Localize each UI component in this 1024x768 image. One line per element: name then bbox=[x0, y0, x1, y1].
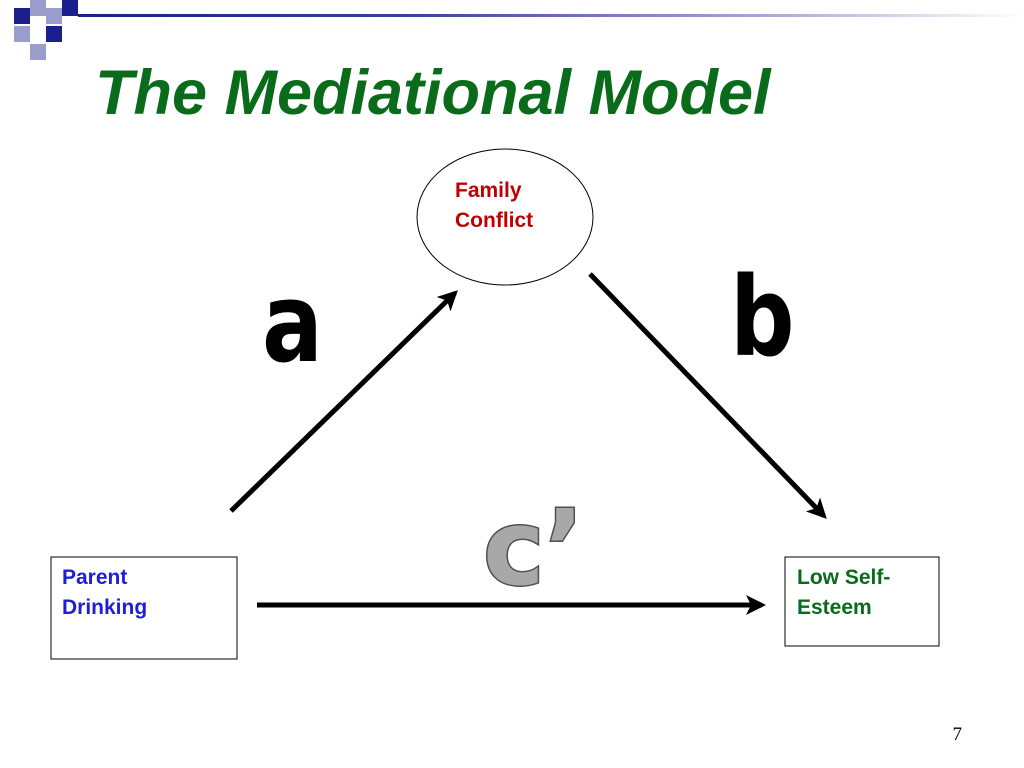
deco-square bbox=[46, 8, 62, 24]
path-a-label: a bbox=[262, 259, 323, 387]
path-b-arrow bbox=[588, 272, 827, 519]
path-c-prime-label: c’ bbox=[481, 487, 585, 609]
page-number: 7 bbox=[952, 724, 963, 745]
path-a-arrow bbox=[229, 290, 458, 513]
path-b-label: b bbox=[730, 253, 795, 381]
outcome-label-line-1: Low Self- bbox=[797, 566, 891, 589]
predictor-node-box bbox=[50, 556, 238, 660]
deco-square bbox=[30, 0, 46, 16]
mediator-label-line-1: Family bbox=[455, 179, 522, 202]
predictor-label-line-1: Parent bbox=[62, 566, 128, 589]
outcome-label-line-2: Esteem bbox=[797, 596, 872, 619]
header-rule bbox=[78, 14, 1024, 17]
mediator-node-ellipse bbox=[416, 148, 594, 286]
outcome-node-box bbox=[784, 556, 940, 647]
predictor-label-line-2: Drinking bbox=[62, 596, 148, 619]
deco-square bbox=[46, 26, 62, 42]
deco-square bbox=[30, 44, 46, 60]
mediator-label-line-2: Conflict bbox=[455, 209, 534, 232]
deco-square bbox=[14, 8, 30, 24]
deco-square bbox=[14, 26, 30, 42]
mediator-label: Family Conflict bbox=[455, 176, 533, 236]
predictor-label: Parent Drinking bbox=[62, 563, 147, 623]
deco-square bbox=[62, 0, 78, 16]
outcome-label: Low Self- Esteem bbox=[797, 563, 890, 623]
slide-title: The Mediational Model bbox=[95, 58, 771, 128]
